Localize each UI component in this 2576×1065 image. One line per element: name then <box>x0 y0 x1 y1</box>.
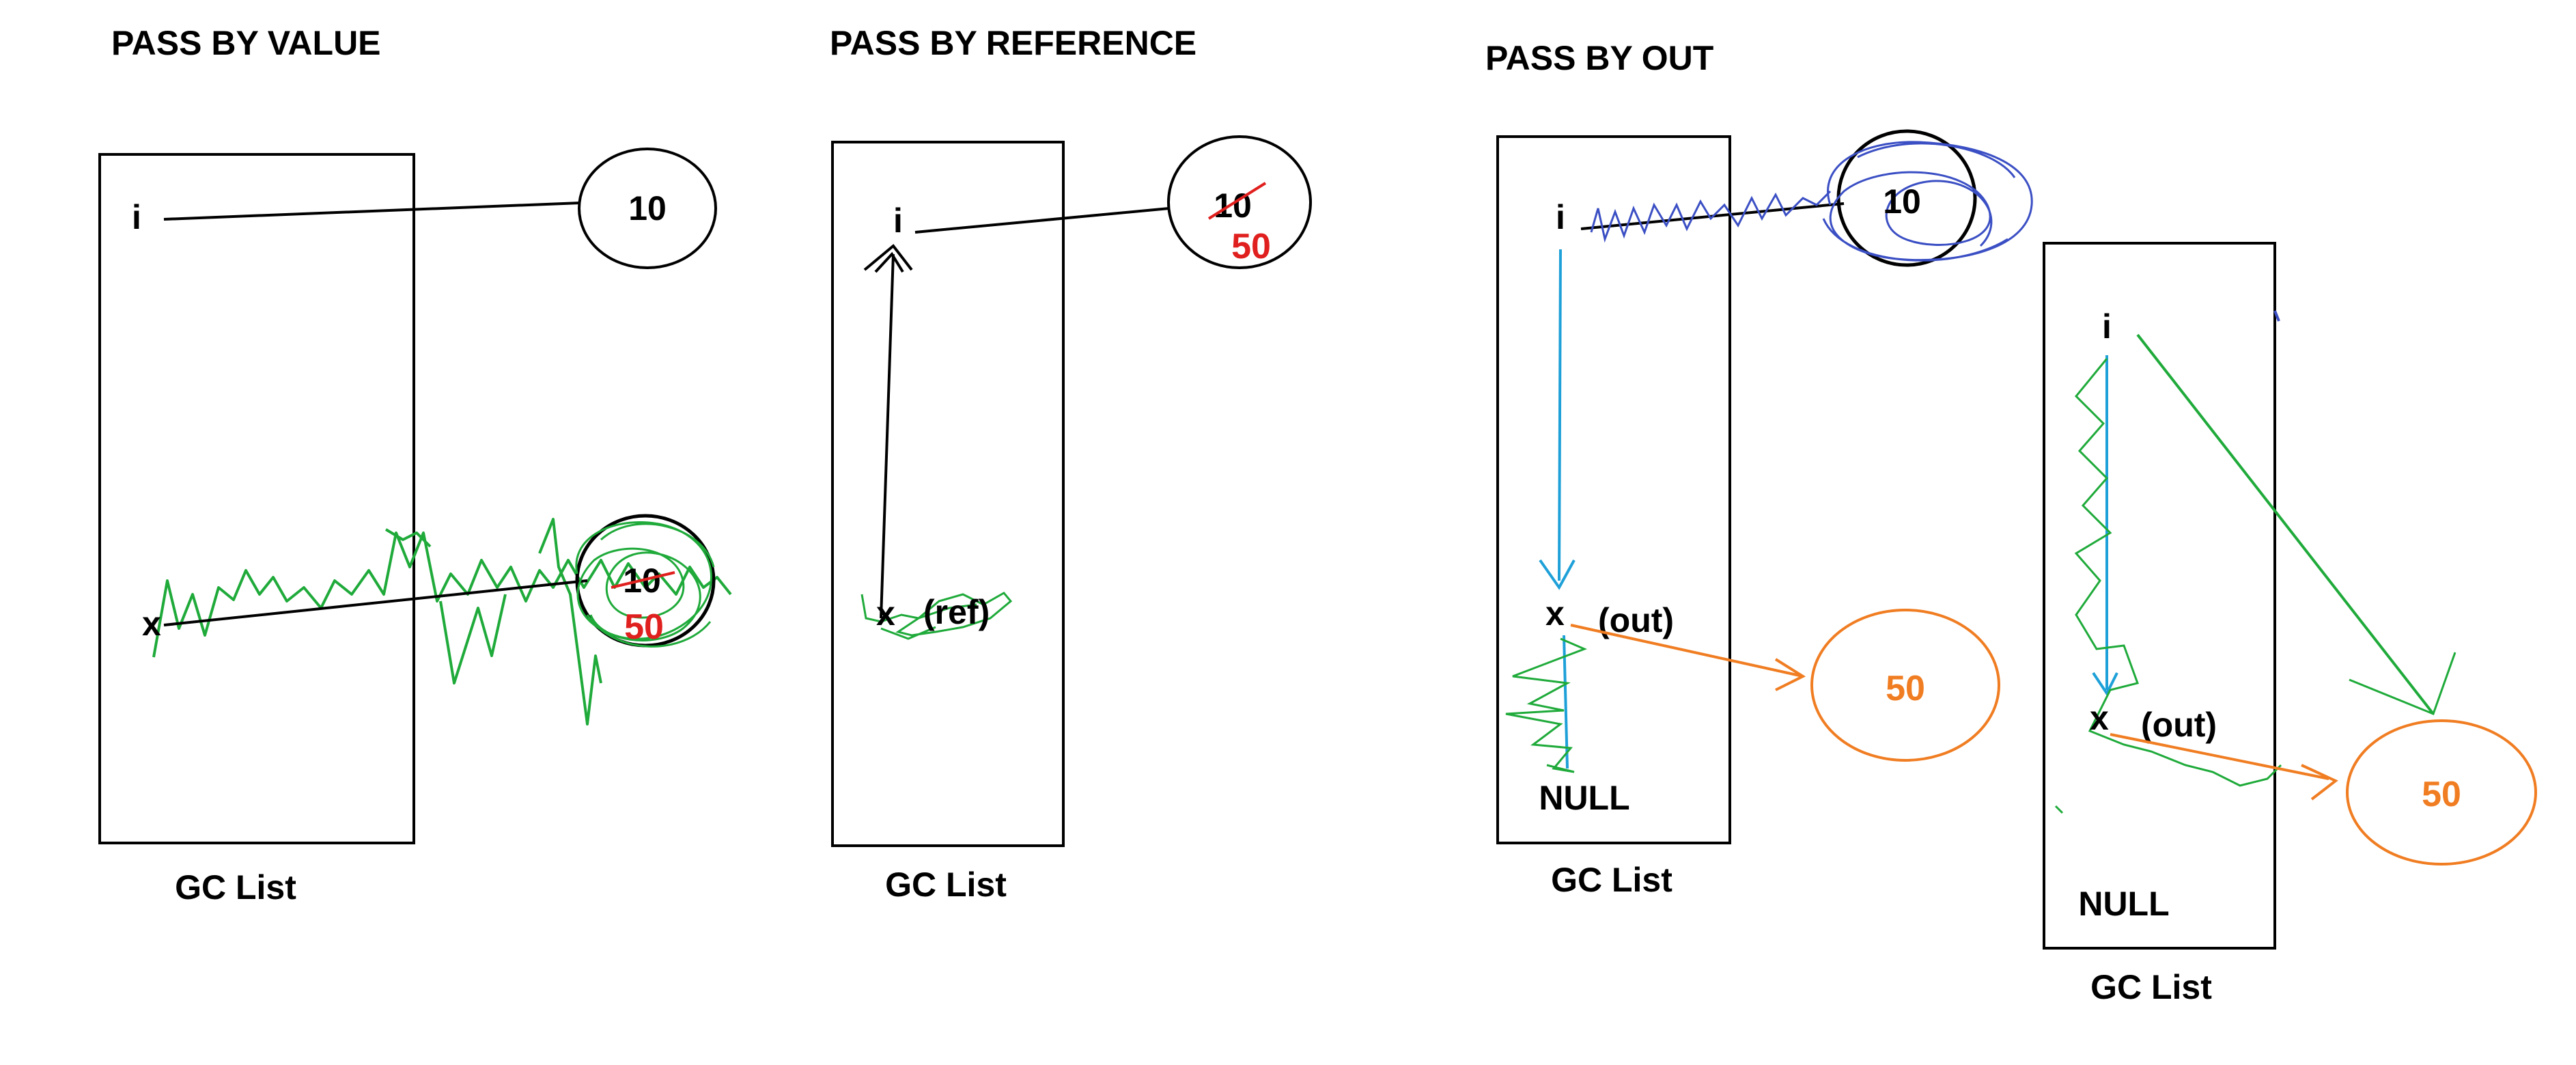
arrowhead-green-out-2 <box>2349 652 2456 715</box>
heap-node-i-value <box>578 148 717 269</box>
var-x-out-1: x <box>1545 594 1565 633</box>
value-x-out-1: 50 <box>1886 669 1925 708</box>
null-label-out-2: NULL <box>2078 885 2169 923</box>
arrow-x-to-i-reference <box>863 244 913 619</box>
modifier-ref-reference: (ref) <box>923 593 990 631</box>
stack-box-value <box>98 153 415 844</box>
pointer-i-value <box>163 202 581 221</box>
footer-gc-list-out-1: GC List <box>1551 861 1672 899</box>
value-new-reference: 50 <box>1231 227 1271 266</box>
scribble-green-null-out-1 <box>1505 637 1587 773</box>
null-label-out-1: NULL <box>1539 779 1629 817</box>
pointer-i-to-heap-out-2 <box>2136 333 2435 715</box>
var-i-value: i <box>132 198 141 236</box>
scribble-blue-i-out-1 <box>1590 190 1832 243</box>
stack-box-out-1 <box>1496 135 1731 844</box>
arrow-x-to-heap-out-1 <box>1570 624 1806 691</box>
arrow-i-to-x-out-2 <box>2092 355 2118 696</box>
heading-pass-by-reference: PASS BY REFERENCE <box>830 24 1196 62</box>
scribble-x-pointer-value <box>152 518 732 725</box>
pointer-i-reference <box>914 207 1170 234</box>
strikethrough-reference <box>1207 182 1267 220</box>
footer-gc-list-value: GC List <box>175 868 296 907</box>
var-x-reference: x <box>876 594 895 633</box>
panel-pass-by-reference: PASS BY REFERENCE i 10 50 x (ref) GC Lis… <box>830 24 1312 904</box>
heap-node-x-out-2 <box>2346 719 2537 866</box>
var-i-reference: i <box>893 202 903 240</box>
stack-box-out-2 <box>2043 242 2276 950</box>
pointer-x-value <box>163 579 588 626</box>
var-i-out-1: i <box>1556 198 1565 236</box>
var-x-out-2: x <box>2090 699 2109 737</box>
scribble-green-x-out-2 <box>2054 358 2282 814</box>
var-i-out-2: i <box>2102 307 2112 346</box>
value-x-new-value: 50 <box>624 607 664 647</box>
value-i-value: 10 <box>628 189 667 227</box>
scribble-ref-reference <box>860 592 1013 640</box>
stack-box-reference <box>831 141 1065 847</box>
heading-pass-by-value: PASS BY VALUE <box>111 24 381 62</box>
modifier-out-out-2: (out) <box>2141 706 2217 744</box>
arrow-i-to-x-out-1 <box>1539 249 1576 590</box>
scribble-heap-node-value <box>575 521 715 648</box>
var-x-value: x <box>142 605 161 643</box>
heading-pass-by-out: PASS BY OUT <box>1485 39 1713 77</box>
out-box-2: i x (out) 50 NULL GC List <box>2043 242 2537 1006</box>
scribble-blue-heap-out-1 <box>1822 141 2033 262</box>
arrow-x-to-heap-out-2 <box>2110 733 2338 801</box>
heap-node-reference <box>1167 135 1312 269</box>
footer-gc-list-reference: GC List <box>885 866 1007 904</box>
heap-node-x-out-1 <box>1810 609 2000 762</box>
out-box-1: i 10 x (out) 50 NULL GC List <box>1496 129 2033 899</box>
value-old-reference: 10 <box>1214 186 1252 225</box>
panel-pass-by-value: PASS BY VALUE i 10 x 10 50 GC List <box>98 24 732 907</box>
footer-gc-list-out-2: GC List <box>2090 968 2212 1006</box>
blue-tick-mark-out-2 <box>2273 310 2280 322</box>
strikethrough-x-value <box>611 571 675 589</box>
panel-pass-by-out: PASS BY OUT i 10 x (out) 50 NULL GC List <box>1485 39 2537 1006</box>
value-i-out-1: 10 <box>1883 182 1921 221</box>
value-x-out-2: 50 <box>2422 775 2461 814</box>
